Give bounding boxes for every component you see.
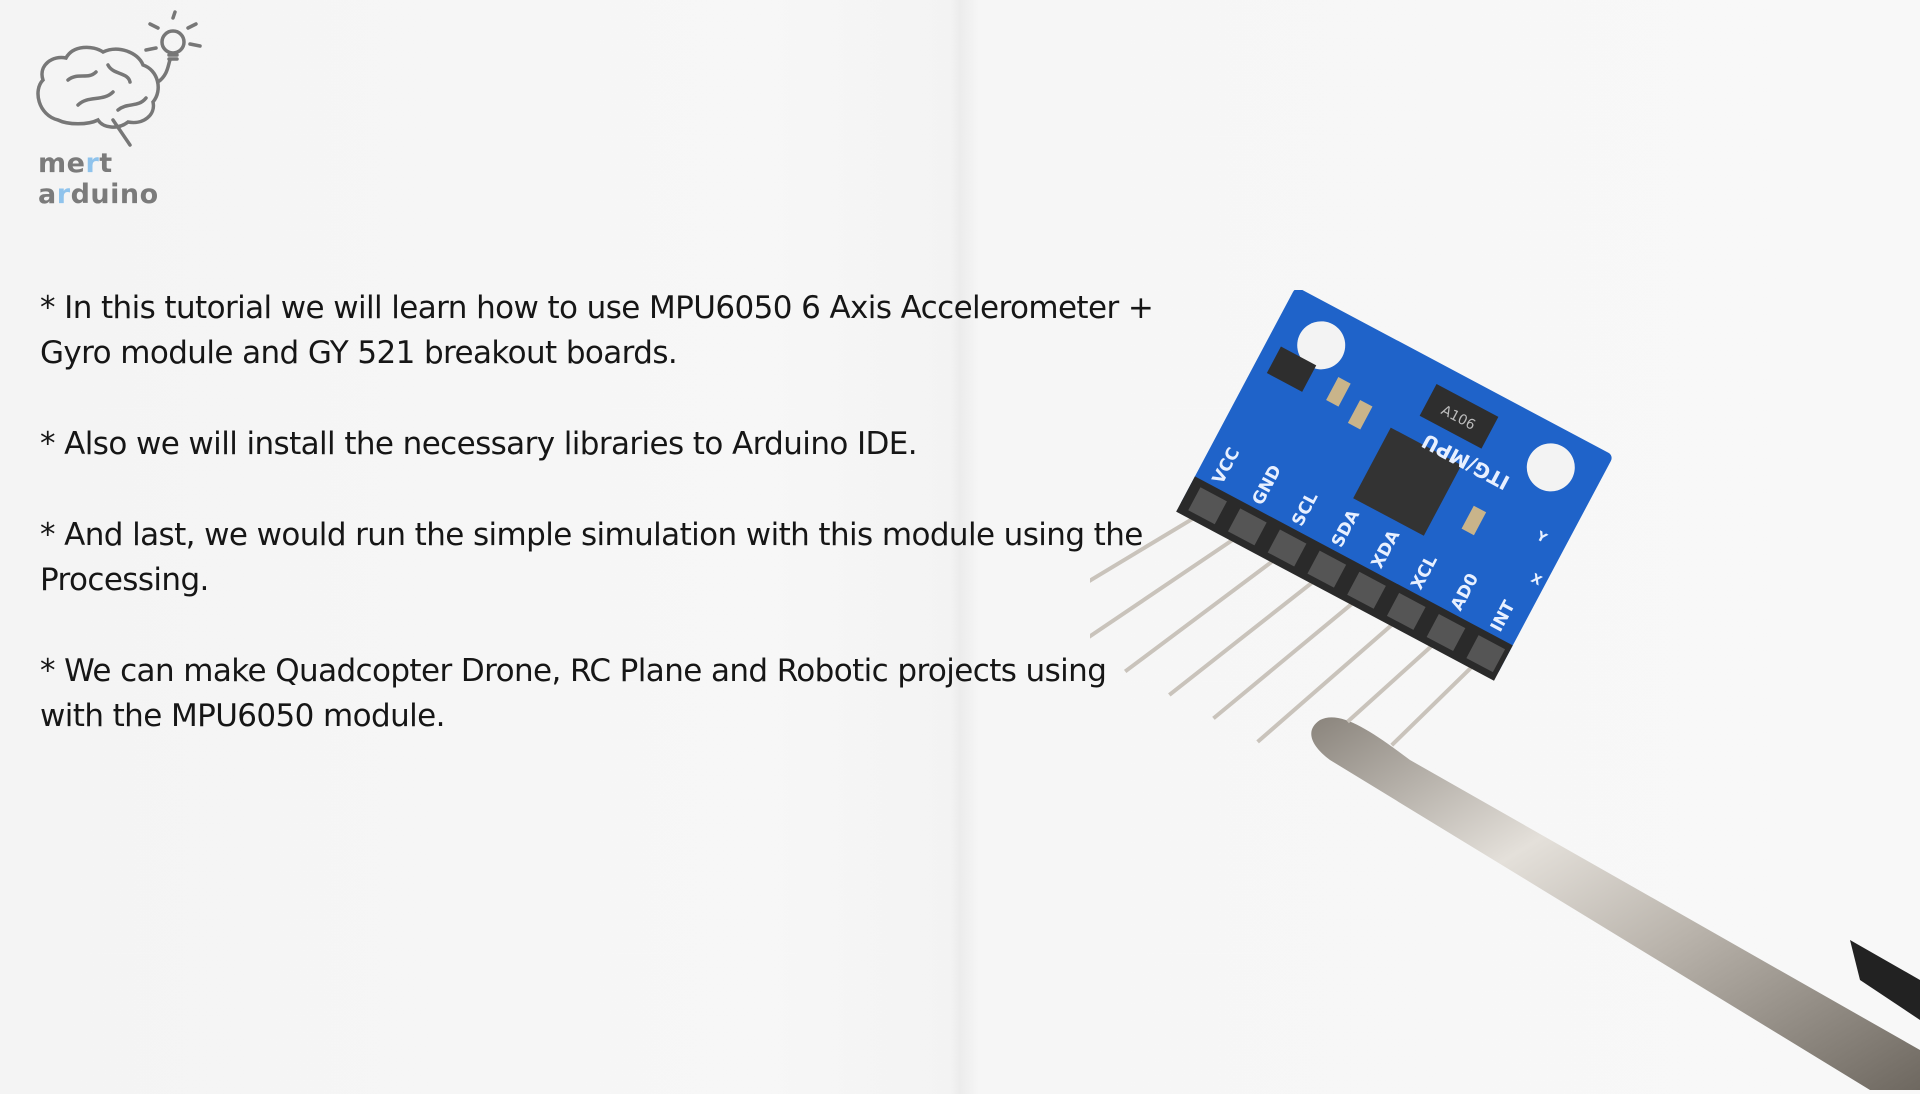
brain-lightbulb-icon bbox=[36, 10, 202, 147]
bullet-projects: * We can make Quadcopter Drone, RC Plane… bbox=[40, 653, 1107, 734]
bullet-intro: * In this tutorial we will learn how to … bbox=[40, 290, 1154, 371]
tweezers bbox=[1311, 717, 1920, 1090]
mpu6050-board-photo: A106 ITG/MPU VCC GND SCL SDA XDA XCL AD0… bbox=[1045, 288, 1920, 1090]
logo-text: mert arduino bbox=[38, 148, 159, 210]
brand-logo: mert arduino bbox=[18, 10, 228, 210]
bullet-libraries: * Also we will install the necessary lib… bbox=[40, 426, 918, 462]
bullet-simulation: * And last, we would run the simple simu… bbox=[40, 517, 1143, 598]
tutorial-description: * In this tutorial we will learn how to … bbox=[40, 286, 1170, 785]
